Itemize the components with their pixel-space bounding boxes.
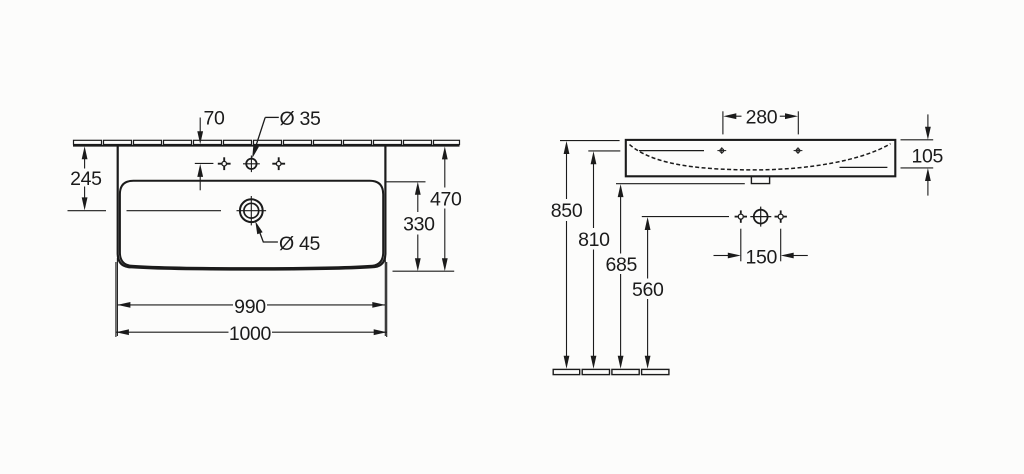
svg-text:70: 70 [203,108,225,130]
svg-text:Ø 45: Ø 45 [279,233,321,255]
svg-text:810: 810 [578,229,610,251]
svg-text:245: 245 [70,168,102,190]
svg-text:990: 990 [234,296,266,318]
svg-text:1000: 1000 [229,323,272,345]
svg-text:330: 330 [403,214,435,236]
svg-text:685: 685 [605,254,637,276]
svg-text:150: 150 [745,247,777,269]
svg-text:105: 105 [911,145,943,167]
svg-text:560: 560 [632,279,664,301]
svg-text:470: 470 [430,189,462,211]
svg-text:Ø 35: Ø 35 [280,108,322,130]
svg-text:850: 850 [551,200,583,222]
svg-text:280: 280 [746,107,778,129]
